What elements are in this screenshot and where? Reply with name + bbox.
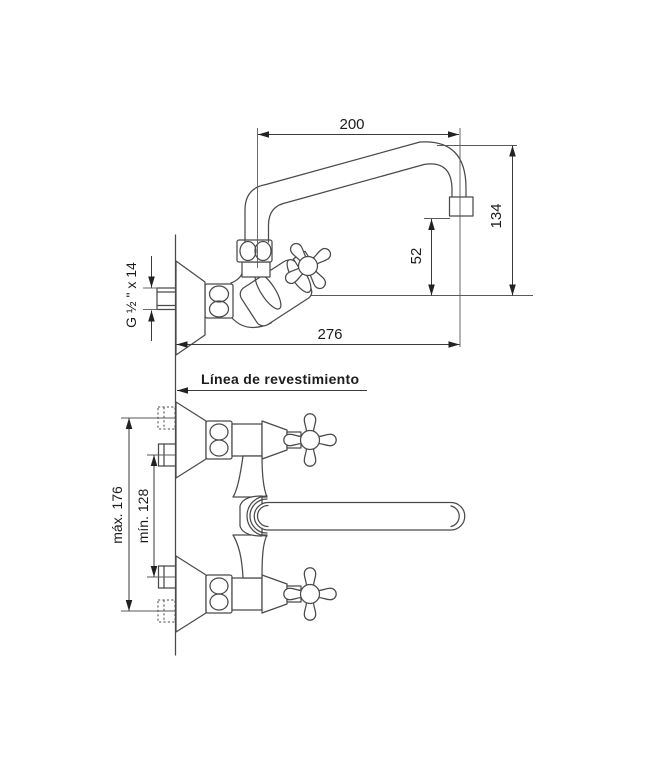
nut-knurl (208, 300, 230, 318)
valve-body-upper (231, 423, 263, 457)
wall-flange-lower (175, 555, 207, 633)
spout-inner-contour (267, 163, 453, 243)
valve-body-lower (231, 577, 263, 611)
dimensions-front-view: máx. 176 mín. 128 (109, 417, 175, 612)
inlet-pipe-stub (156, 287, 177, 311)
dim-min-128-label: mín. 128 (135, 489, 151, 544)
cross-handle-upper (283, 413, 337, 467)
center-body-column-lower (232, 534, 268, 579)
wall-flange (175, 260, 206, 356)
wall-flange-upper (175, 401, 207, 479)
nut-knurl (254, 240, 272, 262)
swivel-ring-outer (246, 495, 268, 537)
nut-knurl (209, 439, 229, 457)
center-body-column-upper (232, 455, 268, 498)
nut-knurl (209, 593, 229, 611)
dim-52-label: 52 (408, 248, 425, 265)
spout-nozzle (448, 196, 474, 217)
nut-knurl (239, 240, 257, 262)
spout-swivel-collar (239, 495, 263, 537)
spout-outer-contour (244, 141, 467, 243)
wall-covering-line-callout: Línea de revestimiento (177, 371, 367, 394)
dim-134-label: 134 (488, 203, 505, 228)
riser-cylinder (241, 261, 271, 278)
valve-bonnet-upper (261, 420, 288, 460)
spout-tip-cap-line (450, 505, 460, 528)
dim-200-label: 200 (339, 116, 364, 133)
dim-max-176-label: máx. 176 (109, 486, 125, 544)
thread-label: G ½ " x 14 (123, 262, 139, 328)
valve-bonnet-lower (261, 574, 288, 614)
side-view (156, 141, 533, 356)
cross-handle-lower (283, 567, 337, 621)
front-view (157, 401, 466, 633)
nut-knurl (208, 285, 230, 303)
dim-276-label: 276 (317, 326, 342, 343)
covering-line-label: Línea de revestimiento (201, 371, 359, 387)
swivel-ring-inner (249, 498, 268, 534)
dimensions-side-view: 200 134 52 276 G ½ " x 14 (123, 116, 517, 348)
spout-tube-plan-view (253, 501, 466, 531)
spout-base-cap-line (256, 504, 269, 528)
